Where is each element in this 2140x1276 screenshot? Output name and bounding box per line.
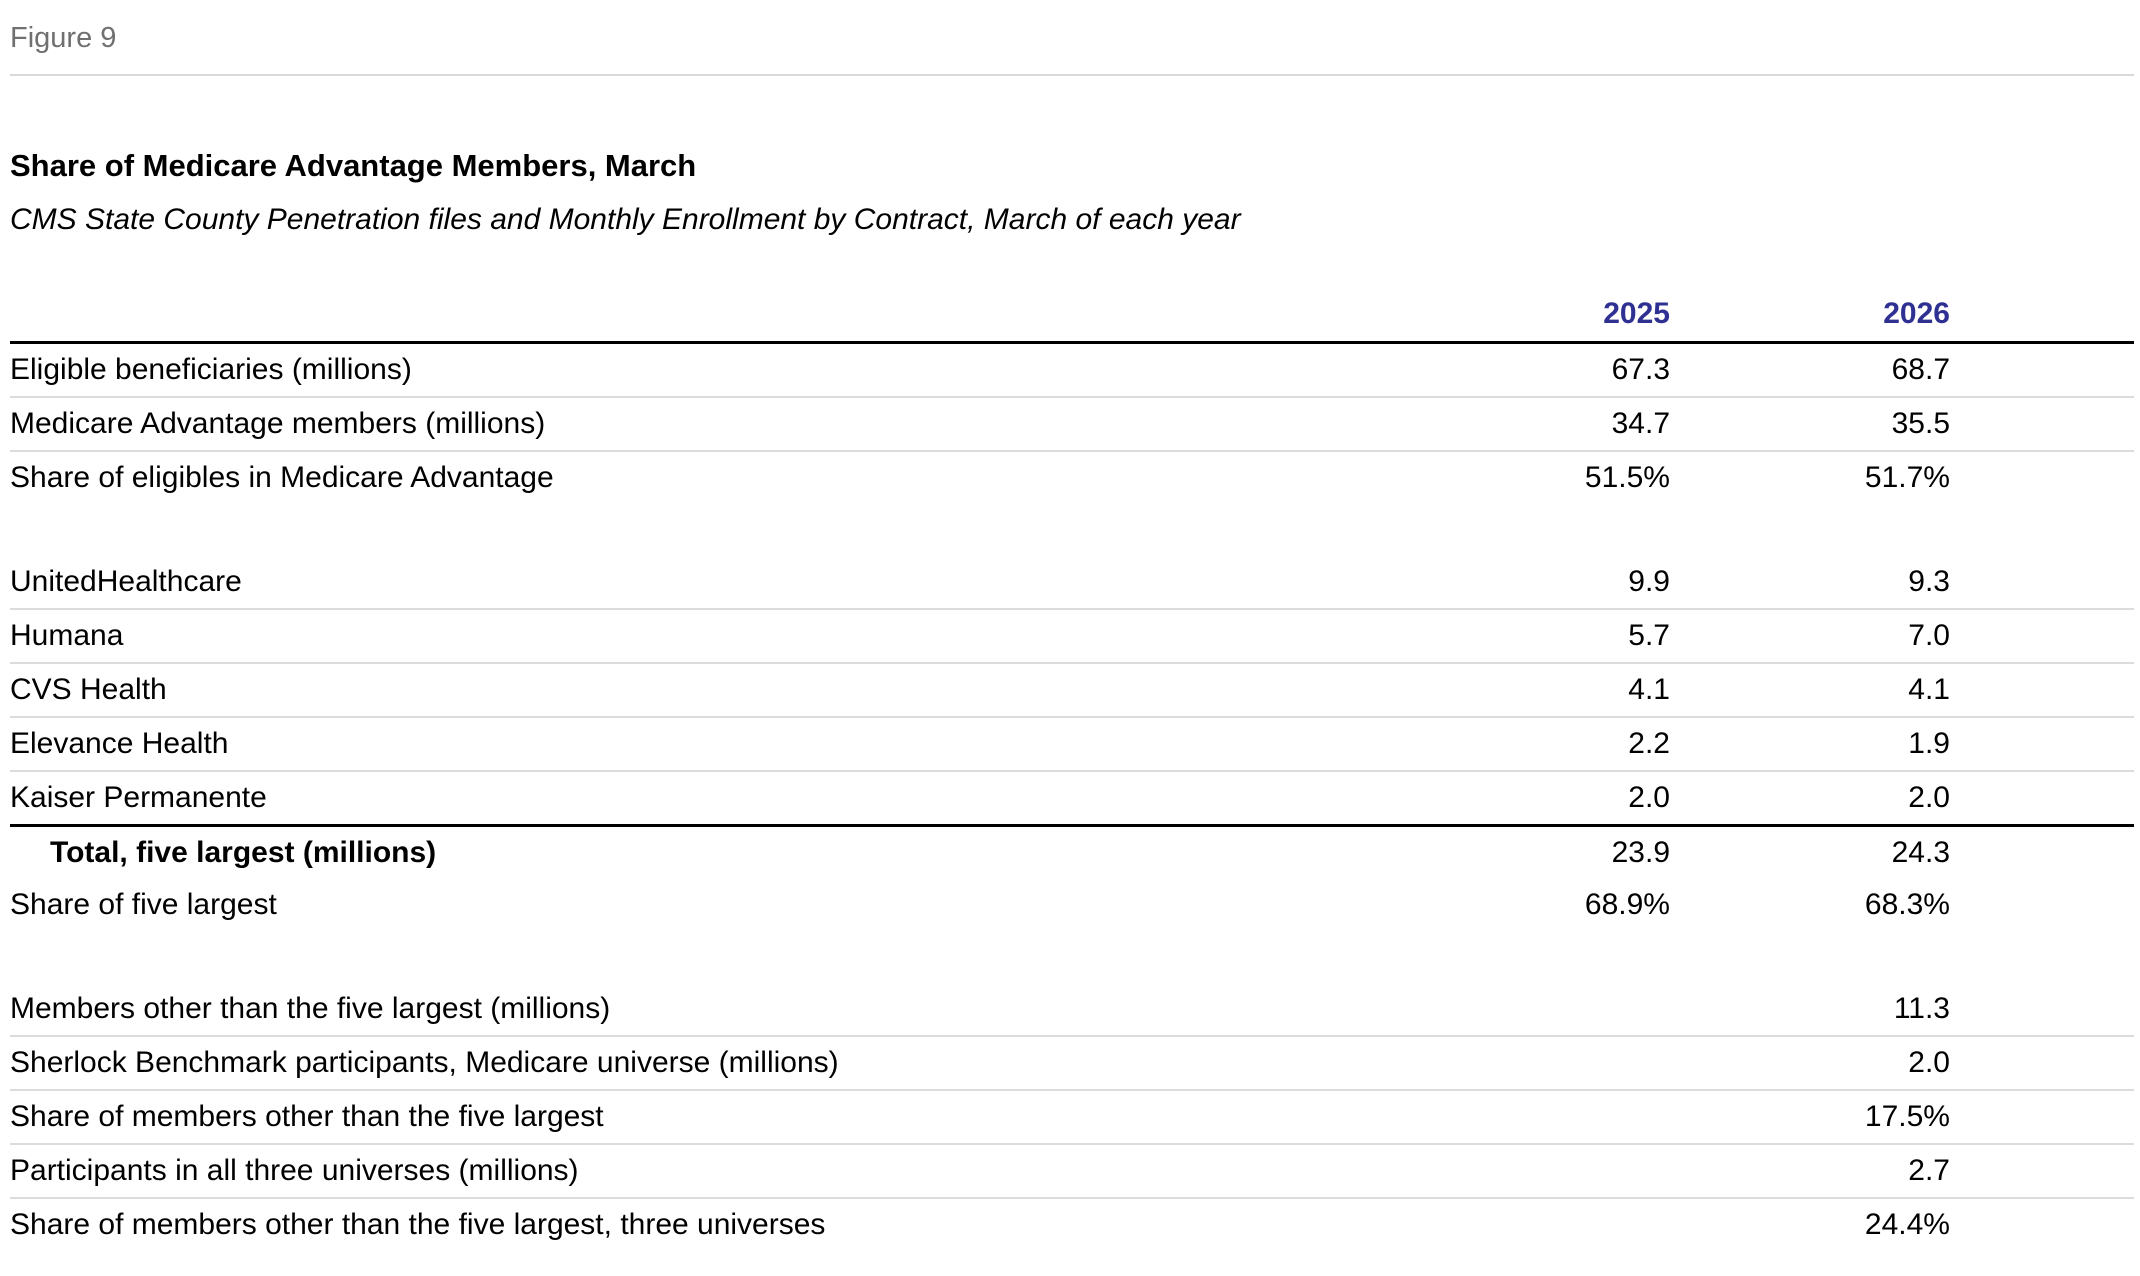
- row-label: Eligible beneficiaries (millions): [10, 342, 1270, 398]
- row-label: Members other than the five largest (mil…: [10, 983, 1270, 1037]
- row-label: Share of members other than the five lar…: [10, 1208, 826, 1241]
- pad-cell: [1950, 1144, 2134, 1199]
- value-2026: 2.7: [1670, 1144, 1950, 1199]
- value-2025: [1270, 1090, 1670, 1145]
- value-2025: [1270, 983, 1670, 1037]
- value-2026: 2.0: [1670, 771, 1950, 827]
- figure-divider: [10, 74, 2134, 76]
- table-row: CVS Health 4.1 4.1: [10, 663, 2134, 718]
- row-label: Share of eligibles in Medicare Advantage: [10, 461, 554, 494]
- header-pad-cell: [1950, 287, 2134, 344]
- header-year-2025: 2025: [1270, 287, 1670, 344]
- value-2025: 23.9: [1611, 836, 1670, 869]
- table-row: Members other than the five largest (mil…: [10, 983, 2134, 1037]
- table-header-row: 2025 2026: [10, 287, 2134, 344]
- pad-cell: [1950, 342, 2134, 398]
- table-row: Elevance Health 2.2 1.9: [10, 717, 2134, 772]
- pad-cell: [1950, 1090, 2134, 1145]
- header-year-2026: 2026: [1670, 287, 1950, 344]
- value-2026: 1.9: [1670, 717, 1950, 772]
- value-2026: 4.1: [1670, 663, 1950, 718]
- pad-cell: [1950, 826, 2134, 880]
- table-row: Eligible beneficiaries (millions) 67.3 6…: [10, 342, 2134, 398]
- table-row: Share of eligibles in Medicare Advantage…: [10, 451, 2134, 504]
- pad-cell: [1950, 556, 2134, 610]
- row-label: UnitedHealthcare: [10, 556, 1270, 610]
- enrollment-table: 2025 2026 Eligible beneficiaries (millio…: [10, 287, 2134, 1251]
- table-title: Share of Medicare Advantage Members, Mar…: [10, 148, 697, 183]
- pad-cell: [1950, 609, 2134, 664]
- pad-cell: [1950, 983, 2134, 1037]
- row-label: Share of members other than the five lar…: [10, 1090, 1270, 1145]
- value-2026: 24.3: [1891, 836, 1950, 869]
- pad-cell: [1950, 1198, 2134, 1251]
- value-2026: 51.7%: [1864, 461, 1950, 494]
- value-2026: 11.3: [1670, 983, 1950, 1037]
- value-2025: 9.9: [1270, 556, 1670, 610]
- pad-cell: [1950, 771, 2134, 827]
- value-2026: 68.3%: [1864, 888, 1950, 921]
- pad-cell: [1950, 397, 2134, 452]
- value-2025: [1270, 1198, 1670, 1251]
- value-2025: 34.7: [1270, 397, 1670, 452]
- pad-cell: [1950, 879, 2134, 931]
- pad-cell: [1950, 663, 2134, 718]
- header-label-cell: [10, 287, 1270, 344]
- row-label: Participants in all three universes (mil…: [10, 1144, 1270, 1199]
- table-row: UnitedHealthcare 9.9 9.3: [10, 556, 2134, 610]
- table-row: Kaiser Permanente 2.0 2.0: [10, 771, 2134, 827]
- table-row: Medicare Advantage members (millions) 34…: [10, 397, 2134, 452]
- value-2025: 5.7: [1270, 609, 1670, 664]
- table-row: Share of members other than the five lar…: [10, 1198, 2134, 1251]
- row-label: Sherlock Benchmark participants, Medicar…: [10, 1036, 1270, 1091]
- value-2025: 67.3: [1270, 342, 1670, 398]
- table-row: Participants in all three universes (mil…: [10, 1144, 2134, 1199]
- pad-cell: [1950, 451, 2134, 504]
- value-2025: [1270, 1036, 1670, 1091]
- table-subtitle: CMS State County Penetration files and M…: [10, 203, 1241, 236]
- spacer-cell: [10, 931, 2134, 983]
- section-spacer: [10, 504, 2134, 556]
- value-2026: 2.0: [1670, 1036, 1950, 1091]
- value-2025: 68.9%: [1584, 888, 1670, 921]
- value-2025: 4.1: [1270, 663, 1670, 718]
- value-2026: 35.5: [1670, 397, 1950, 452]
- row-label: CVS Health: [10, 663, 1270, 718]
- total-row: Total, five largest (millions) 23.9 24.3: [10, 826, 2134, 880]
- row-label: Elevance Health: [10, 717, 1270, 772]
- row-label: Medicare Advantage members (millions): [10, 397, 1270, 452]
- pad-cell: [1950, 717, 2134, 772]
- row-label: Humana: [10, 609, 1270, 664]
- value-2025: [1270, 1144, 1670, 1199]
- value-2025: 51.5%: [1584, 461, 1670, 494]
- section-spacer: [10, 931, 2134, 983]
- table-row: Share of five largest 68.9% 68.3%: [10, 879, 2134, 931]
- table-row: Share of members other than the five lar…: [10, 1090, 2134, 1145]
- figure-label: Figure 9: [10, 22, 117, 54]
- row-label: Kaiser Permanente: [10, 771, 1270, 827]
- value-2025: 2.0: [1270, 771, 1670, 827]
- row-label: Share of five largest: [10, 888, 277, 921]
- table-row: Sherlock Benchmark participants, Medicar…: [10, 1036, 2134, 1091]
- value-2026: 68.7: [1670, 342, 1950, 398]
- value-2026: 17.5%: [1670, 1090, 1950, 1145]
- value-2026: 9.3: [1670, 556, 1950, 610]
- total-label: Total, five largest (millions): [50, 836, 437, 869]
- value-2025: 2.2: [1270, 717, 1670, 772]
- pad-cell: [1950, 1036, 2134, 1091]
- value-2026: 7.0: [1670, 609, 1950, 664]
- table-row: Humana 5.7 7.0: [10, 609, 2134, 664]
- spacer-cell: [10, 504, 2134, 556]
- value-2026: 24.4%: [1864, 1208, 1950, 1241]
